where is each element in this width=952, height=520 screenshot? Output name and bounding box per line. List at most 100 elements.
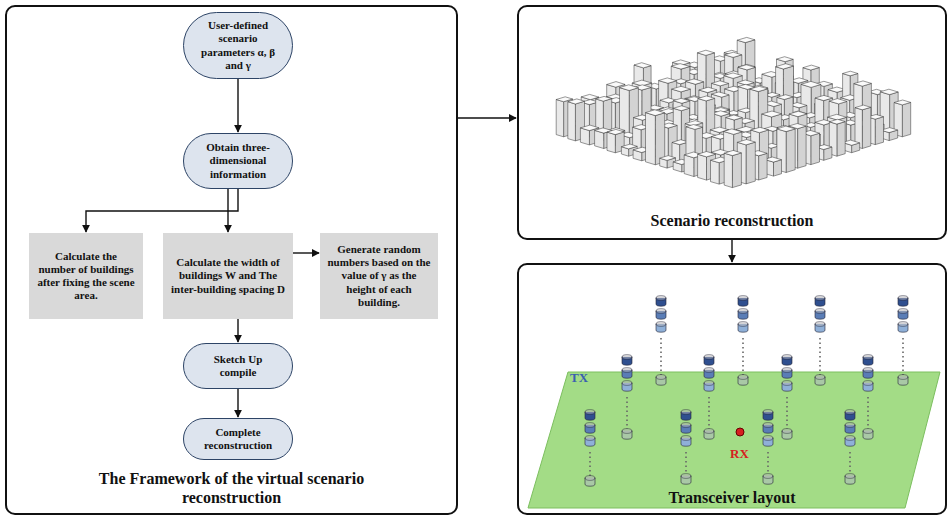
building-face	[829, 99, 847, 104]
flow-arrow	[731, 240, 732, 262]
end-pill: Complete reconstruction	[183, 418, 293, 460]
antenna-cap	[681, 410, 691, 414]
building-face	[724, 129, 742, 135]
transceiver-array	[585, 296, 908, 486]
building-face	[659, 78, 677, 83]
building-face	[634, 63, 651, 68]
building-face	[684, 155, 694, 177]
building-face	[673, 98, 690, 103]
antenna-dots	[742, 338, 744, 375]
flow-arrow	[237, 319, 238, 342]
building-face	[698, 154, 707, 180]
building-face	[875, 117, 883, 145]
building-face	[596, 96, 612, 101]
antenna-dots	[849, 452, 851, 474]
antenna-cap	[622, 368, 632, 372]
panel-heading: Scenario reconstruction	[651, 211, 814, 230]
antenna-cap	[845, 474, 855, 478]
antenna-cap	[681, 474, 691, 478]
building-face	[726, 115, 743, 120]
building-face	[672, 86, 691, 92]
rx-dot	[736, 428, 744, 436]
antenna-cap	[656, 322, 666, 326]
building-face	[732, 153, 741, 188]
antenna-dots	[660, 338, 662, 375]
building-face	[660, 156, 676, 161]
building-face	[880, 89, 898, 94]
flow-arrow	[237, 79, 238, 132]
building-face	[902, 102, 910, 136]
building-face	[751, 127, 769, 132]
panel-heading: Transceiver layout	[669, 488, 796, 507]
building-face	[607, 129, 624, 134]
antenna-dots	[786, 397, 788, 429]
antenna-cap	[681, 436, 691, 440]
antenna-cap	[704, 355, 714, 359]
antenna-dots	[708, 397, 710, 429]
building-face	[697, 50, 714, 55]
box-text: Generate random numbers based on the val…	[326, 243, 432, 309]
building-face	[686, 79, 704, 84]
antenna-cap	[815, 309, 825, 313]
antenna-cap	[763, 410, 773, 414]
heading-wrap: Transceiver layout	[519, 488, 945, 507]
building-face	[725, 52, 742, 57]
building-face	[829, 119, 845, 124]
antenna-cap	[782, 355, 792, 359]
antenna-dots	[767, 452, 769, 474]
antenna-cap	[815, 322, 825, 326]
building-face	[699, 87, 717, 92]
panel-heading: The Framework of the virtual scenario re…	[82, 469, 382, 507]
building-face	[737, 140, 755, 145]
antenna-cap	[738, 375, 748, 379]
box-text: Calculate the number of buildings after …	[35, 250, 137, 303]
antenna-cap	[863, 355, 873, 359]
building-face	[789, 111, 807, 116]
building-face	[862, 107, 871, 148]
building-face	[759, 153, 768, 180]
process-box: Calculate the number of buildings after …	[29, 233, 143, 319]
building-face	[712, 92, 730, 97]
building-face	[607, 132, 615, 153]
box-text: Sketch Up compile	[196, 353, 280, 379]
antenna-cap	[656, 309, 666, 313]
building-face	[777, 126, 795, 132]
building-face	[815, 95, 833, 100]
antenna-cap	[738, 322, 748, 326]
building-face	[711, 160, 720, 184]
process-pill: Obtain three-dimensional information	[183, 133, 293, 189]
start-pill: User-defined scenario parameters α, β an…	[183, 12, 293, 79]
antenna-dots	[626, 397, 628, 429]
antenna-cap	[898, 322, 908, 326]
building-face	[737, 80, 754, 85]
building-face	[595, 130, 604, 148]
antenna-dots	[902, 338, 904, 375]
building-face	[746, 142, 755, 184]
building-face	[738, 65, 755, 70]
antenna-cap	[763, 436, 773, 440]
antenna-cap	[704, 381, 714, 385]
antenna-cap	[815, 375, 825, 379]
building-face	[621, 144, 637, 149]
process-box: Calculate the width of buildings W and T…	[163, 233, 293, 319]
antenna-cap	[763, 423, 773, 427]
building-face	[855, 105, 871, 110]
antenna-cap	[585, 410, 595, 414]
building-face	[843, 71, 858, 76]
scene-panel: Scenario reconstruction	[517, 5, 947, 240]
building-face	[724, 153, 732, 187]
building-face	[556, 100, 563, 137]
building-face	[798, 126, 807, 168]
flow-arrow	[458, 117, 516, 118]
flow-arrow	[237, 389, 238, 417]
antenna-cap	[782, 381, 792, 385]
antenna-cap	[782, 429, 792, 433]
antenna-cap	[845, 423, 855, 427]
framework-panel: The Framework of the virtual scenario re…	[5, 5, 458, 515]
building-face	[801, 81, 821, 87]
building-face	[837, 122, 845, 157]
box-text: Calculate the width of buildings W and T…	[169, 256, 287, 296]
antenna-cap	[704, 368, 714, 372]
layout-panel: Transceiver layout	[517, 263, 947, 515]
building-face	[803, 65, 819, 70]
